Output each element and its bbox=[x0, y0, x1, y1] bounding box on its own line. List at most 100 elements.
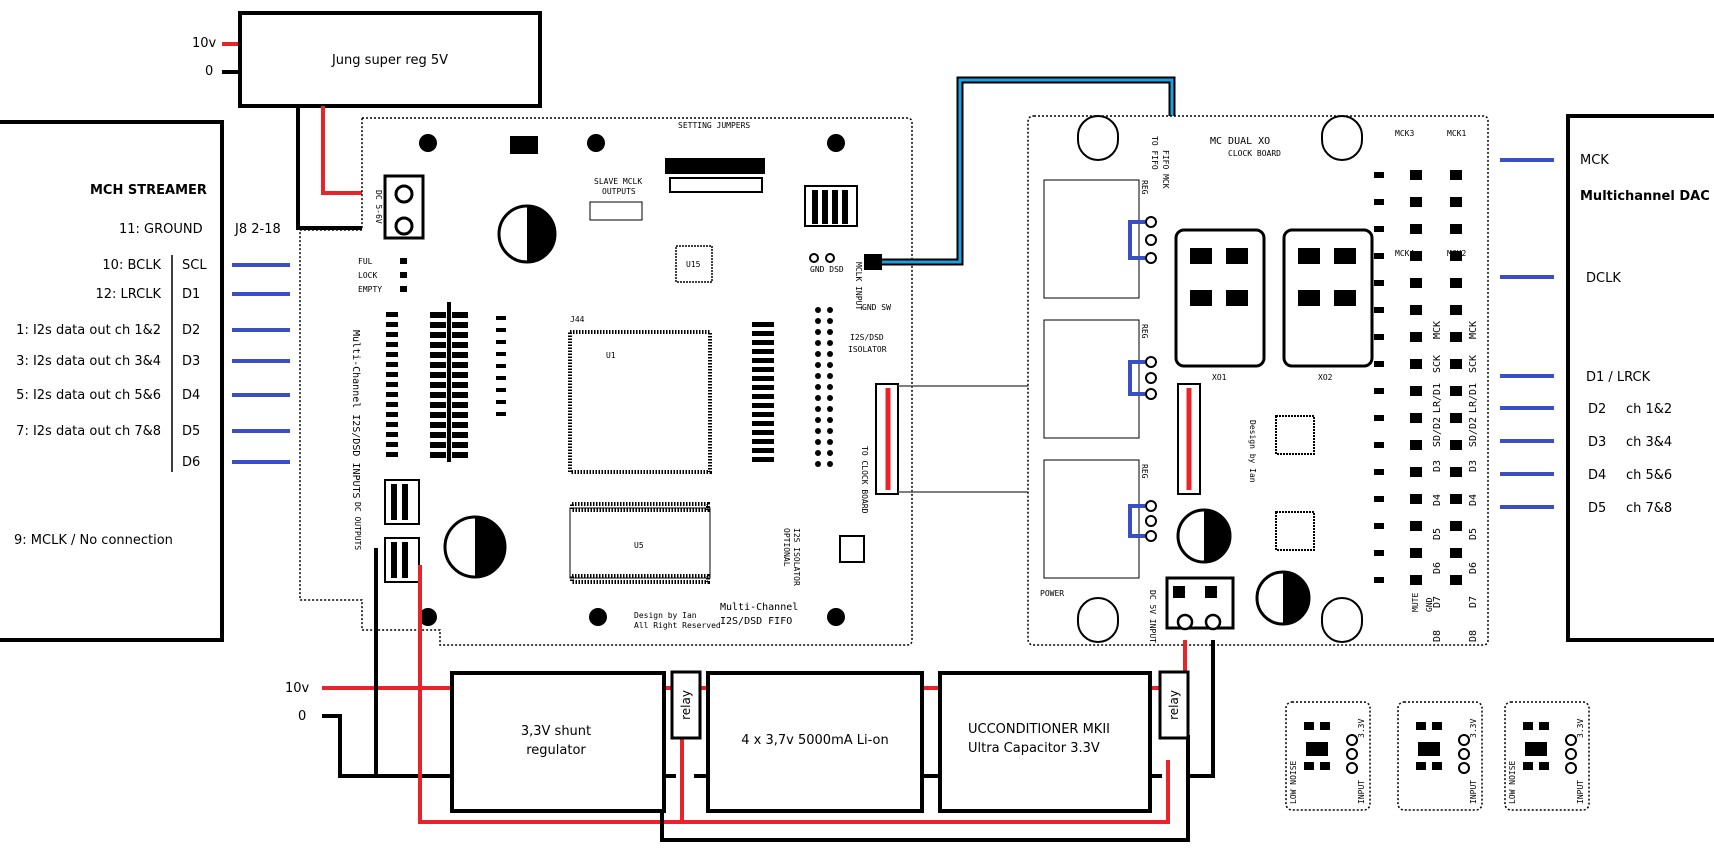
dac-ch-label-3: ch 7&8 bbox=[1626, 501, 1672, 516]
svg-text:XO2: XO2 bbox=[1318, 373, 1333, 382]
relay-2-box bbox=[1158, 670, 1190, 740]
shunt-label: 3,3V shunt bbox=[521, 724, 591, 739]
svg-text:U15: U15 bbox=[686, 260, 701, 269]
clock-out-label-b-4: D3 bbox=[1468, 460, 1479, 472]
dac-title: Multichannel DAC bbox=[1580, 189, 1710, 204]
fifo-gnd-sw: GND SW bbox=[862, 303, 891, 312]
mclk-cable bbox=[864, 76, 1176, 270]
streamer-mclk: 9: MCLK / No connection bbox=[14, 533, 173, 548]
fifo-isolator-header bbox=[752, 307, 833, 467]
svg-text:U5: U5 bbox=[634, 541, 644, 550]
clock-out-label-b-7: D6 bbox=[1468, 562, 1479, 574]
relay-2-label: relay bbox=[1167, 690, 1181, 720]
dac-signal-wires bbox=[1500, 158, 1554, 509]
clock-reg-3: REG bbox=[1140, 464, 1149, 479]
streamer-pin-code-5: D5 bbox=[182, 424, 200, 439]
clock-out-label-1: SCK bbox=[1432, 355, 1443, 373]
clock-mute: MUTE bbox=[1411, 593, 1420, 612]
streamer-pin-label-5: 7: I2s data out ch 7&8 bbox=[16, 424, 161, 439]
dac-ch-pin-3: D5 bbox=[1588, 501, 1606, 516]
streamer-pin-code-1: D1 bbox=[182, 287, 200, 302]
fifo-design: Design by Ian bbox=[634, 611, 697, 620]
bottom-supply: 10v 0 3,3V shunt regulator relay 4 x 3,7… bbox=[285, 548, 1215, 842]
streamer-pin-code-0: SCL bbox=[182, 258, 207, 273]
clock-mck3: MCK3 bbox=[1395, 129, 1414, 138]
clock-out-label-b-1: SCK bbox=[1468, 355, 1479, 373]
bottom-0v-label: 0 bbox=[298, 709, 306, 724]
clock-out-label-7: D6 bbox=[1432, 562, 1443, 574]
streamer-pin-label-4: 5: I2s data out ch 5&6 bbox=[16, 388, 161, 403]
clock-xo1: XO1 bbox=[1174, 228, 1266, 382]
streamer-signal-wires bbox=[232, 263, 290, 464]
fifo-slave-outputs: OUTPUTS bbox=[602, 187, 636, 196]
bottom-10v-label: 10v bbox=[285, 681, 310, 696]
clock-mck1: MCK1 bbox=[1447, 129, 1466, 138]
clock-title: MC DUAL XO bbox=[1210, 136, 1270, 147]
streamer-pin-code-3: D3 bbox=[182, 354, 200, 369]
fifo-mount-holes bbox=[419, 134, 845, 626]
streamer-title: MCH STREAMER bbox=[90, 183, 207, 198]
fifo-u15 bbox=[675, 245, 713, 283]
clock-out-label-9: D8 bbox=[1432, 630, 1443, 642]
fifo-dc-outputs: DC OUTPUTS bbox=[353, 502, 362, 550]
clock-out-label-b-6: D5 bbox=[1468, 528, 1479, 540]
fifo-rights: All Right Reserved bbox=[634, 621, 721, 630]
streamer-header: J8 2-18 bbox=[234, 222, 281, 237]
clock-out-label-2: LR/D1 bbox=[1432, 383, 1443, 413]
clock-out-label-b-3: SD/D2 bbox=[1468, 417, 1479, 447]
streamer-pin-label-2: 1: I2s data out ch 1&2 bbox=[16, 323, 161, 338]
dac-dclk: DCLK bbox=[1586, 271, 1621, 286]
relay-1-label: relay bbox=[679, 690, 693, 720]
fifo-empty: EMPTY bbox=[358, 285, 382, 294]
clock-board: FIFO MCK TO FIFO MC DUAL XO CLOCK BOARD … bbox=[1027, 115, 1489, 646]
ucc-label-1: UCCONDITIONER MKII bbox=[968, 722, 1110, 737]
fifo-mclk-input: MCLK INPUT bbox=[854, 262, 863, 310]
clock-out-label-6: D5 bbox=[1432, 528, 1443, 540]
dac-ch-pin-1: D3 bbox=[1588, 435, 1606, 450]
clock-out-label-0: MCK bbox=[1432, 321, 1443, 339]
small-board-v-2: 3.3V bbox=[1576, 719, 1585, 738]
dac-ch-pin-2: D4 bbox=[1588, 468, 1606, 483]
streamer-ground: 11: GROUND bbox=[119, 222, 203, 237]
clock-out-label-b-5: D4 bbox=[1468, 494, 1479, 506]
clock-gnd: GND bbox=[1425, 597, 1434, 612]
fifo-gnd-dsd: GND DSD bbox=[810, 265, 844, 274]
fifo-slave-mclk: SLAVE MCLK bbox=[594, 177, 642, 186]
streamer-pin-code-2: D2 bbox=[182, 323, 200, 338]
top-supply: 10v 0 Jung super reg 5V bbox=[192, 11, 542, 230]
dac-mck: MCK bbox=[1580, 153, 1609, 168]
clock-fifo-mck: FIFO MCK bbox=[1161, 150, 1170, 189]
battery-box bbox=[706, 671, 924, 813]
fifo-isolator2: ISOLATOR bbox=[848, 345, 887, 354]
streamer-box bbox=[0, 120, 224, 642]
clock-out-label-b-8: D7 bbox=[1468, 596, 1479, 608]
fifo-inputs-label: Multi-Channel I2S/DSD INPUTS bbox=[350, 330, 361, 499]
fifo-lock: LOCK bbox=[358, 271, 377, 280]
small-board-ln-0: LOW NOISE bbox=[1289, 760, 1298, 804]
small-board-in-2: INPUT bbox=[1576, 780, 1585, 804]
clock-reg-jumpers bbox=[1128, 216, 1157, 542]
fifo-u1-chip bbox=[568, 330, 712, 474]
clock-mck4: MCK4 bbox=[1395, 249, 1414, 258]
fifo-to-clock-label: TO CLOCK BOARD bbox=[860, 446, 869, 514]
clock-out-label-b-9: D8 bbox=[1468, 630, 1479, 642]
fifo-title: Multi-Channel bbox=[720, 602, 798, 613]
dac-ch-label-1: ch 3&4 bbox=[1626, 435, 1672, 450]
dac-box bbox=[1566, 114, 1714, 642]
streamer-pin-code-4: D4 bbox=[182, 388, 200, 403]
jung-reg-box bbox=[238, 11, 542, 108]
dac-ch-label-0: ch 1&2 bbox=[1626, 402, 1672, 417]
fifo-dc-label: DC 5-6V bbox=[374, 190, 383, 224]
clock-power: POWER bbox=[1040, 589, 1064, 598]
battery-label: 4 x 3,7v 5000mA Li-on bbox=[741, 733, 888, 748]
clock-subtitle: CLOCK BOARD bbox=[1228, 149, 1281, 158]
top-10v-label: 10v bbox=[192, 36, 217, 51]
fifo-j44-label: J44 bbox=[570, 315, 585, 324]
fifo-optional: OPTIONAL bbox=[782, 528, 791, 567]
clock-to-fifo: TO FIFO bbox=[1150, 136, 1159, 170]
